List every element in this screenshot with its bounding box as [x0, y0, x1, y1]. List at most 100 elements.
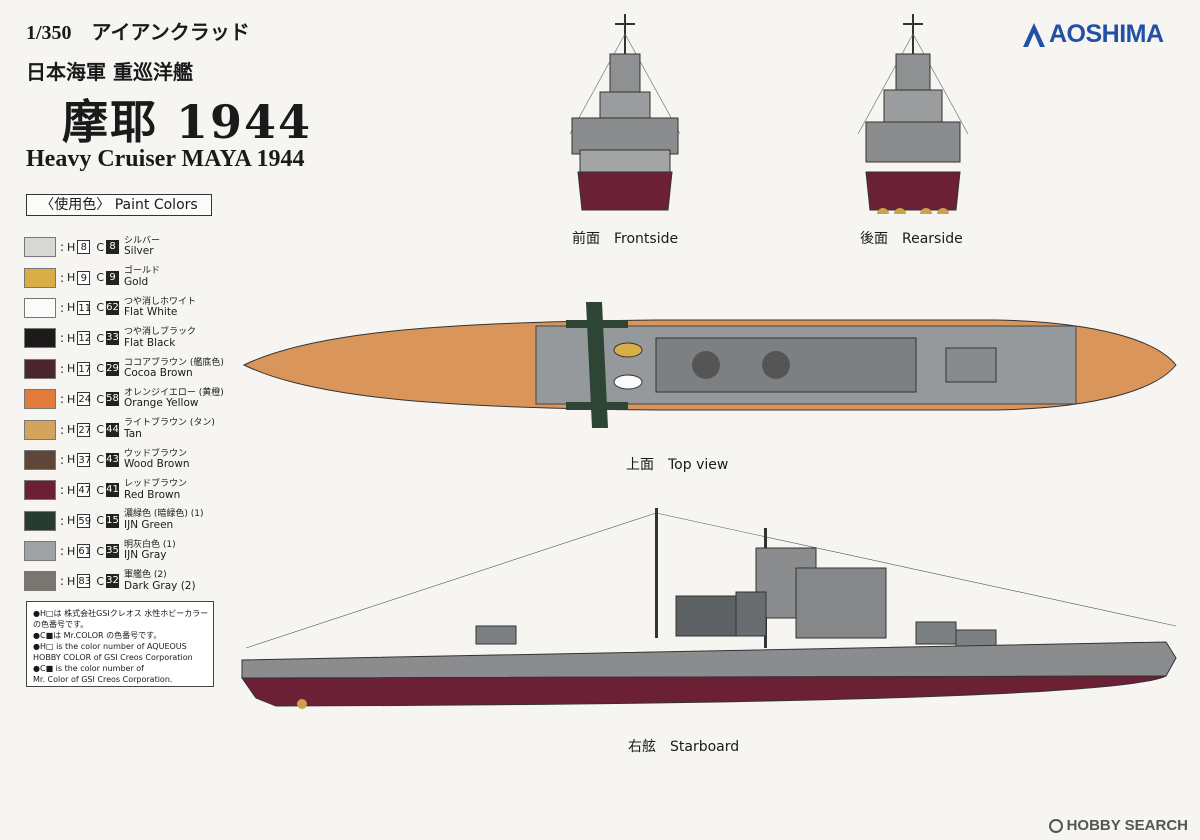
- brand-name: AOSHIMA: [1049, 20, 1164, 48]
- paint-swatch: [24, 358, 56, 379]
- paint-name-en: Orange Yellow: [124, 397, 199, 410]
- c-label: C: [96, 483, 105, 497]
- h-label: H: [67, 483, 76, 497]
- h-label: H: [67, 392, 76, 406]
- scale-label: 1/350 アイアンクラッド: [26, 22, 250, 44]
- ship-front-view: [569, 14, 681, 211]
- ship-rear-view: [857, 14, 969, 214]
- paint-name-en: Tan: [124, 427, 142, 440]
- paint-swatch: [24, 449, 56, 470]
- ship-starboard-view: [241, 508, 1177, 709]
- h-label: H: [67, 574, 76, 588]
- title-jp: 摩耶 1944: [62, 95, 313, 149]
- paint-swatch: [24, 297, 56, 318]
- title-en: Heavy Cruiser MAYA 1944: [26, 146, 305, 172]
- c-code: 32: [106, 574, 120, 589]
- c-label: C: [96, 514, 105, 528]
- c-label: C: [96, 301, 105, 315]
- paint-name-jp: オレンジイエロー (黄橙): [124, 387, 224, 398]
- paint-name-jp: 軍艦色 (2): [124, 570, 167, 581]
- c-code: 8: [106, 240, 120, 255]
- paint-name-en: Dark Gray (2): [124, 579, 196, 592]
- h-label: H: [67, 453, 76, 467]
- paint-name-jp: つや消しブラック: [124, 327, 197, 338]
- watermark-text: HOBBY SEARCH: [1066, 817, 1188, 834]
- paint-name-jp: レッドブラウン: [124, 479, 188, 490]
- paint-swatch: [24, 389, 56, 410]
- paint-swatch: [24, 328, 56, 349]
- paint-notes: ●H□は 株式会社GSIクレオス 水性ホビーカラー の色番号です。 ●C■は M…: [26, 601, 214, 687]
- paint-name-jp: シルバー: [124, 235, 161, 246]
- paint-colon: :: [60, 240, 65, 255]
- paint-name-en: IJN Green: [124, 518, 174, 531]
- paint-colon: :: [60, 331, 65, 346]
- paint-name: 明灰白色 (1)IJN Gray: [124, 540, 176, 562]
- h-label: H: [67, 423, 76, 437]
- paint-colon: :: [60, 422, 65, 437]
- c-label: C: [96, 392, 105, 406]
- h-label: H: [67, 301, 76, 315]
- watermark-circle-icon: [1048, 818, 1063, 833]
- c-label: C: [96, 423, 105, 437]
- h-code: 37: [77, 452, 92, 467]
- paint-colon: :: [60, 392, 65, 407]
- paint-colon: :: [60, 361, 65, 376]
- h-code: 9: [77, 270, 91, 285]
- paint-colon: :: [60, 270, 65, 285]
- paint-name: 濃緑色 (暗緑色) (1)IJN Green: [124, 509, 204, 531]
- c-label: C: [96, 362, 105, 376]
- paint-name-en: Wood Brown: [124, 458, 190, 471]
- paint-swatch: [24, 480, 56, 501]
- paint-name-en: IJN Gray: [124, 549, 167, 562]
- h-code: 83: [77, 574, 92, 589]
- h-label: H: [67, 240, 76, 254]
- note-line: ●C■は Mr.COLOR の色番号です。: [33, 631, 162, 640]
- h-code: 27: [77, 422, 92, 437]
- front-view-caption: 前面 Frontside: [572, 231, 679, 247]
- paint-name-en: Red Brown: [124, 488, 181, 501]
- h-label: H: [67, 331, 76, 345]
- paint-swatch: [24, 541, 56, 562]
- top-view-caption: 上面 Top view: [626, 457, 729, 473]
- paint-colon: :: [60, 574, 65, 589]
- c-label: C: [96, 574, 105, 588]
- paint-colon: :: [60, 483, 65, 498]
- c-code: 33: [106, 331, 120, 346]
- subtitle-jp: 日本海軍 重巡洋艦: [26, 60, 193, 84]
- h-label: H: [67, 544, 76, 558]
- paint-name: ココアブラウン (艦底色)Cocoa Brown: [124, 358, 224, 379]
- paint-colors-header: 〈使用色〉 Paint Colors: [26, 194, 212, 216]
- c-code: 58: [106, 392, 120, 407]
- paint-name: オレンジイエロー (黄橙)Orange Yellow: [124, 387, 224, 410]
- h-label: H: [67, 362, 76, 376]
- paint-name-jp: ライトブラウン (タン): [124, 418, 215, 429]
- note-line: ●H□ is the color number of AQUEOUS: [33, 642, 187, 651]
- h-label: H: [67, 514, 76, 528]
- paint-swatch: [24, 571, 56, 592]
- c-code: 29: [106, 361, 120, 376]
- paint-name-jp: 濃緑色 (暗緑色) (1): [124, 509, 204, 520]
- note-line: ●C■ is the color number of: [33, 664, 144, 673]
- paint-name-en: Silver: [124, 245, 154, 258]
- c-label: C: [96, 331, 105, 345]
- note-line: ●H□は 株式会社GSIクレオス 水性ホビーカラー: [33, 609, 209, 618]
- h-code: 17: [77, 361, 92, 376]
- aoshima-logo-icon: [1023, 22, 1045, 47]
